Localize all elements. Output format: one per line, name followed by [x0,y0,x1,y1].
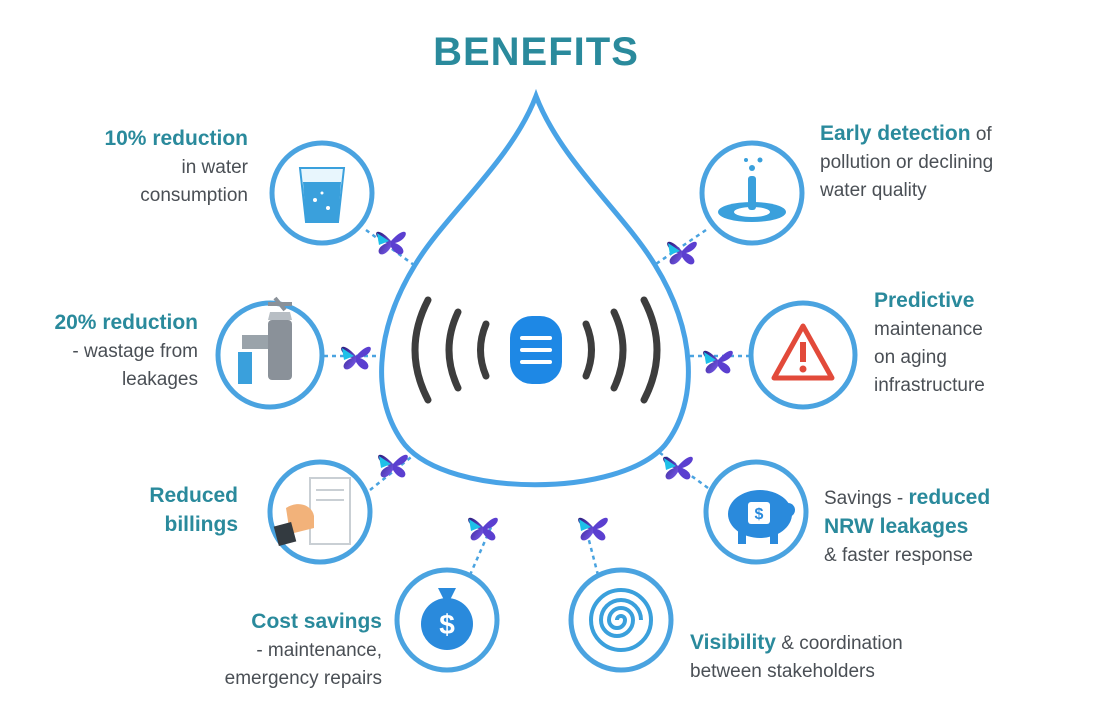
page-title: BENEFITS [433,30,639,74]
svg-text:$: $ [439,609,455,640]
benefit-line: on aging [874,347,947,368]
hand-document-icon [273,477,351,546]
benefit-wastage: 20% reduction - wastage from leakages [0,309,198,394]
benefit-heading: NRW leakages [824,515,969,538]
butterfly-icon [341,346,371,370]
benefit-line: & faster response [824,545,973,566]
benefit-line: leakages [121,369,198,390]
benefit-heading: 20% reduction [54,311,198,334]
butterfly-icon [663,456,693,480]
benefit-heading: Cost savings [251,610,382,633]
benefit-line: in water [181,157,248,178]
benefit-line: - wastage from [72,341,198,362]
benefit-water-consumption: 10% reduction in water consumption [40,125,248,210]
benefit-cost-savings: Cost savings - maintenance, emergency re… [160,608,382,693]
money-bag-icon: $ [421,588,473,650]
spiral-icon [589,588,653,652]
benefit-heading: Visibility [690,631,776,654]
benefit-heading: billings [164,513,239,536]
benefit-heading: 10% reduction [104,127,248,150]
benefit-line: infrastructure [874,375,985,396]
benefit-line: & coordination [775,633,903,654]
benefit-savings: Savings - reduced NRW leakages & faster … [824,484,1094,570]
butterfly-icon [667,241,697,265]
benefit-line: consumption [140,185,248,206]
benefit-predictive: Predictive maintenance on aging infrastr… [874,287,1074,400]
sensor-signal-icon [411,296,661,404]
water-splash-icon [718,157,786,222]
faucet-leak-icon [238,296,292,384]
benefit-visibility: Visibility & coordination between stakeh… [690,629,980,686]
benefit-heading: Reduced [149,484,238,507]
butterfly-icon [376,231,406,255]
benefit-early-detection: Early detection of pollution or declinin… [820,120,1080,205]
benefit-heading: Predictive [874,289,975,312]
piggy-bank-icon: $ [728,490,795,544]
butterfly-icon [703,350,733,374]
benefit-line: - maintenance, [256,640,382,661]
butterfly-icon [578,517,608,541]
benefit-line: of [970,124,992,145]
water-glass-icon [298,167,346,223]
benefit-line: Savings - [824,488,909,509]
butterfly-connectors [341,231,733,541]
benefit-line: between stakeholders [690,661,875,682]
benefit-heading: Early detection [820,122,971,145]
water-drop-outline [379,88,691,488]
butterfly-icon [468,517,498,541]
benefit-billings: Reduced billings [80,482,238,540]
svg-text:$: $ [755,506,764,523]
benefit-line: emergency repairs [224,668,382,689]
benefit-heading: reduced [908,486,991,509]
benefit-line: water quality [820,180,927,201]
warning-triangle-icon [771,323,835,381]
benefit-line: pollution or declining [820,152,994,173]
benefit-circle [568,567,674,673]
benefit-line: maintenance [874,319,983,340]
butterfly-icon [378,454,408,478]
